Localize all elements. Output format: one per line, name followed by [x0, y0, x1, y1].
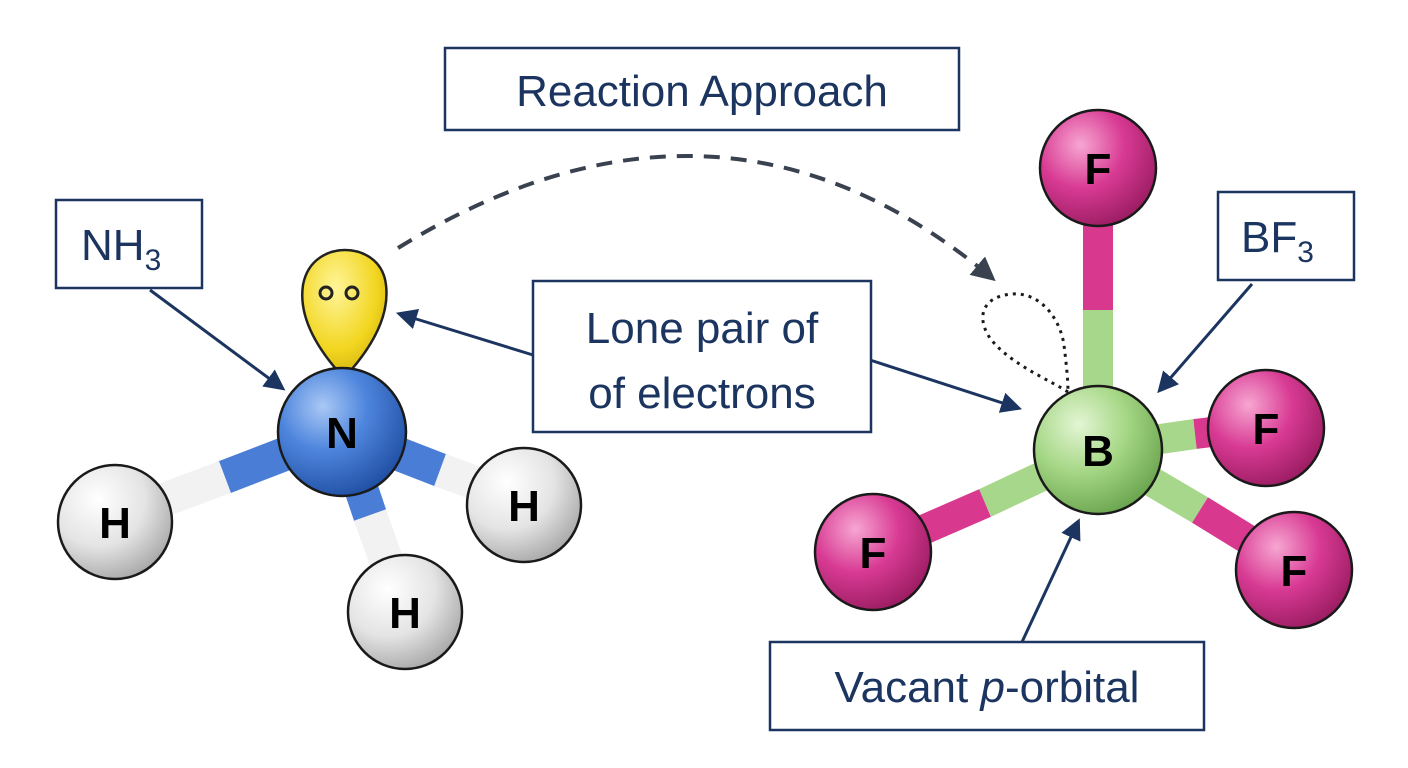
- svg-text:of electrons: of electrons: [588, 369, 815, 418]
- hydrogen-atom-right: H: [465, 446, 583, 564]
- hydrogen-atom-left: H: [56, 463, 174, 581]
- fluorine-atom-right-lower: F: [1234, 510, 1354, 630]
- bf3-molecule: B F F F F: [813, 108, 1354, 630]
- svg-text:NH3: NH3: [81, 221, 161, 277]
- vacant-p-orbital: [981, 292, 1070, 395]
- approach-arrow: [396, 154, 996, 282]
- reaction-approach-label: Reaction Approach: [443, 46, 961, 132]
- fluorine-atom-top: F: [1038, 108, 1158, 228]
- boron-atom: B: [1032, 384, 1164, 516]
- svg-text:Vacant p-orbital: Vacant p-orbital: [835, 663, 1140, 712]
- lone-pair-lobe: [300, 248, 388, 380]
- svg-text:BF3: BF3: [1241, 213, 1314, 269]
- nh3-molecule: N H H H: [56, 248, 583, 671]
- vacant-orbital-label: Vacant p-orbital: [768, 640, 1206, 732]
- svg-text:Reaction Approach: Reaction Approach: [516, 67, 888, 116]
- svg-text:N: N: [326, 409, 358, 458]
- electron-dot: [318, 285, 334, 301]
- electron-dot: [344, 285, 360, 301]
- svg-text:H: H: [389, 589, 421, 638]
- nitrogen-atom: N: [276, 366, 408, 498]
- svg-text:F: F: [1281, 547, 1308, 596]
- fluorine-atom-right-upper: F: [1206, 368, 1326, 488]
- vacant-orbital-arrow: [1020, 518, 1081, 643]
- fluorine-atom-left: F: [813, 492, 933, 612]
- svg-text:F: F: [860, 529, 887, 578]
- svg-text:B: B: [1082, 427, 1114, 476]
- lone-pair-arrow-to-boron: [869, 358, 1022, 413]
- hydrogen-atom-bottom: H: [346, 553, 464, 671]
- bf3-label: BF3: [1216, 190, 1356, 282]
- svg-text:F: F: [1085, 145, 1112, 194]
- svg-text:Lone pair of: Lone pair of: [586, 304, 819, 353]
- lone-pair-arrow-to-nh3: [395, 308, 534, 357]
- bf3-pointer-arrow: [1157, 283, 1254, 394]
- svg-text:H: H: [508, 482, 540, 531]
- svg-text:H: H: [99, 499, 131, 548]
- nh3-pointer-arrow: [149, 288, 286, 391]
- svg-text:F: F: [1253, 405, 1280, 454]
- lone-pair-label: Lone pair of of electrons: [531, 279, 873, 434]
- nh3-label: NH3: [54, 198, 204, 290]
